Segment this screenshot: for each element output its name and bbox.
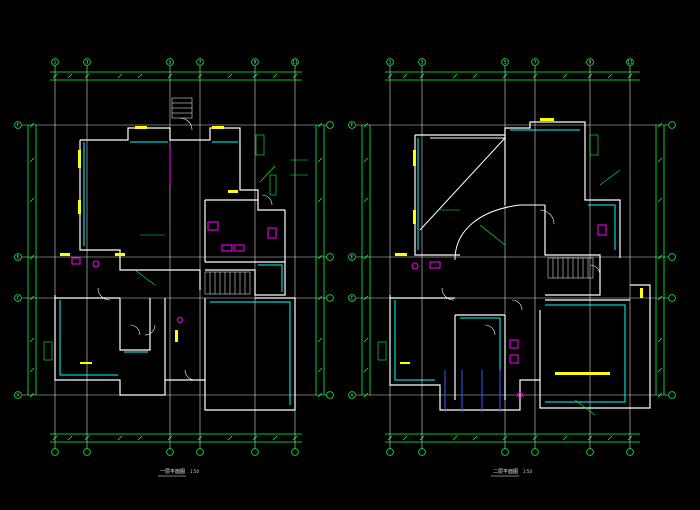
dimension-tick [29,367,35,373]
dimension-tick [67,73,73,79]
dimension-tick [363,367,369,373]
dimension-tick [227,435,233,441]
door-swings-right [441,209,601,336]
dimension-tick [452,435,458,441]
grid-label-x: 7 [534,60,537,65]
dimension-tick [607,435,613,441]
grid-label-x: 3 [86,60,89,65]
grid-label-x: 1 [54,60,57,65]
dimension-tick [657,367,663,373]
dimension-tick [137,435,143,441]
first-floor-title: 一层平面图 [160,469,185,475]
grid-axes-right [356,65,668,450]
grid-label-y: A [351,393,354,398]
dimension-tick [402,435,408,441]
stair-left [171,97,251,295]
dimension-tick [29,157,35,163]
dimension-tick [562,435,568,441]
grid-label-x: 1 [389,60,392,65]
dimension-tick [117,73,123,79]
dimension-tick [272,435,278,441]
dimension-tick [317,367,323,373]
dimension-tick [363,197,369,203]
dimension-tick [657,337,663,343]
dimension-tick [272,73,278,79]
dimension-tick [29,197,35,203]
dimension-tick [452,73,458,79]
grid-bubble-labels-left: 1 3 5 7 9 11 F E C A [17,60,298,398]
first-floor-plan: 1 3 5 7 9 11 F E C A [14,58,334,477]
stair-right [547,257,594,279]
dimension-tick [67,435,73,441]
annotations-right [377,134,621,416]
dimension-tick [472,73,478,79]
walls-left [54,127,296,411]
second-floor-title: 二层平面图 [493,469,518,475]
grid-label-x: 9 [254,60,257,65]
dimension-tick [363,157,369,163]
grid-label-x: 3 [421,60,424,65]
blue-lines-right [444,370,501,412]
grid-label-x: 11 [292,60,298,65]
grid-label-y: C [17,296,20,301]
dimension-tick [562,73,568,79]
grid-label-y: F [17,123,20,128]
dimension-tick [317,197,323,203]
grid-label-x: 7 [199,60,202,65]
fixtures-right [411,224,607,398]
second-floor-title-block: 二层平面图 1:50 [491,469,532,477]
windows-right [394,129,626,403]
second-floor-plan: 1 3 5 7 9 11 F E C A [348,58,676,477]
dimension-tick [317,337,323,343]
dimension-tick [607,73,613,79]
walls-right [389,121,651,411]
dimension-tick [657,157,663,163]
dimension-tick [363,337,369,343]
atrium-curve-right [419,137,545,261]
grid-label-y: C [351,296,354,301]
grid-axes-left [22,65,328,450]
grid-bubbles-right [348,58,676,456]
wall-fills-right [395,118,643,375]
first-floor-scale: 1:50 [190,469,199,474]
fixtures-left [71,148,277,323]
second-floor-scale: 1:50 [523,469,532,474]
grid-label-y: A [17,393,20,398]
grid-label-x: 9 [589,60,592,65]
grid-label-y: E [17,255,20,260]
grid-bubble-labels-right: 1 3 5 7 9 11 F E C A [351,60,633,398]
windows-left [59,141,291,405]
dimension-tick [137,73,143,79]
dimension-tick [29,337,35,343]
grid-label-x: 5 [504,60,507,65]
dimension-tick [402,73,408,79]
dimension-tick [117,435,123,441]
first-floor-title-block: 一层平面图 1:50 [158,469,199,477]
grid-bubbles-left [14,58,334,456]
dimension-tick [227,73,233,79]
grid-label-x: 11 [627,60,633,65]
wall-fills-left [60,126,238,364]
grid-label-x: 5 [169,60,172,65]
dimension-tick [657,197,663,203]
grid-label-y: F [351,123,354,128]
grid-label-y: E [351,255,354,260]
dimension-tick [317,157,323,163]
annotations-left [43,134,308,361]
dimension-tick [472,435,478,441]
